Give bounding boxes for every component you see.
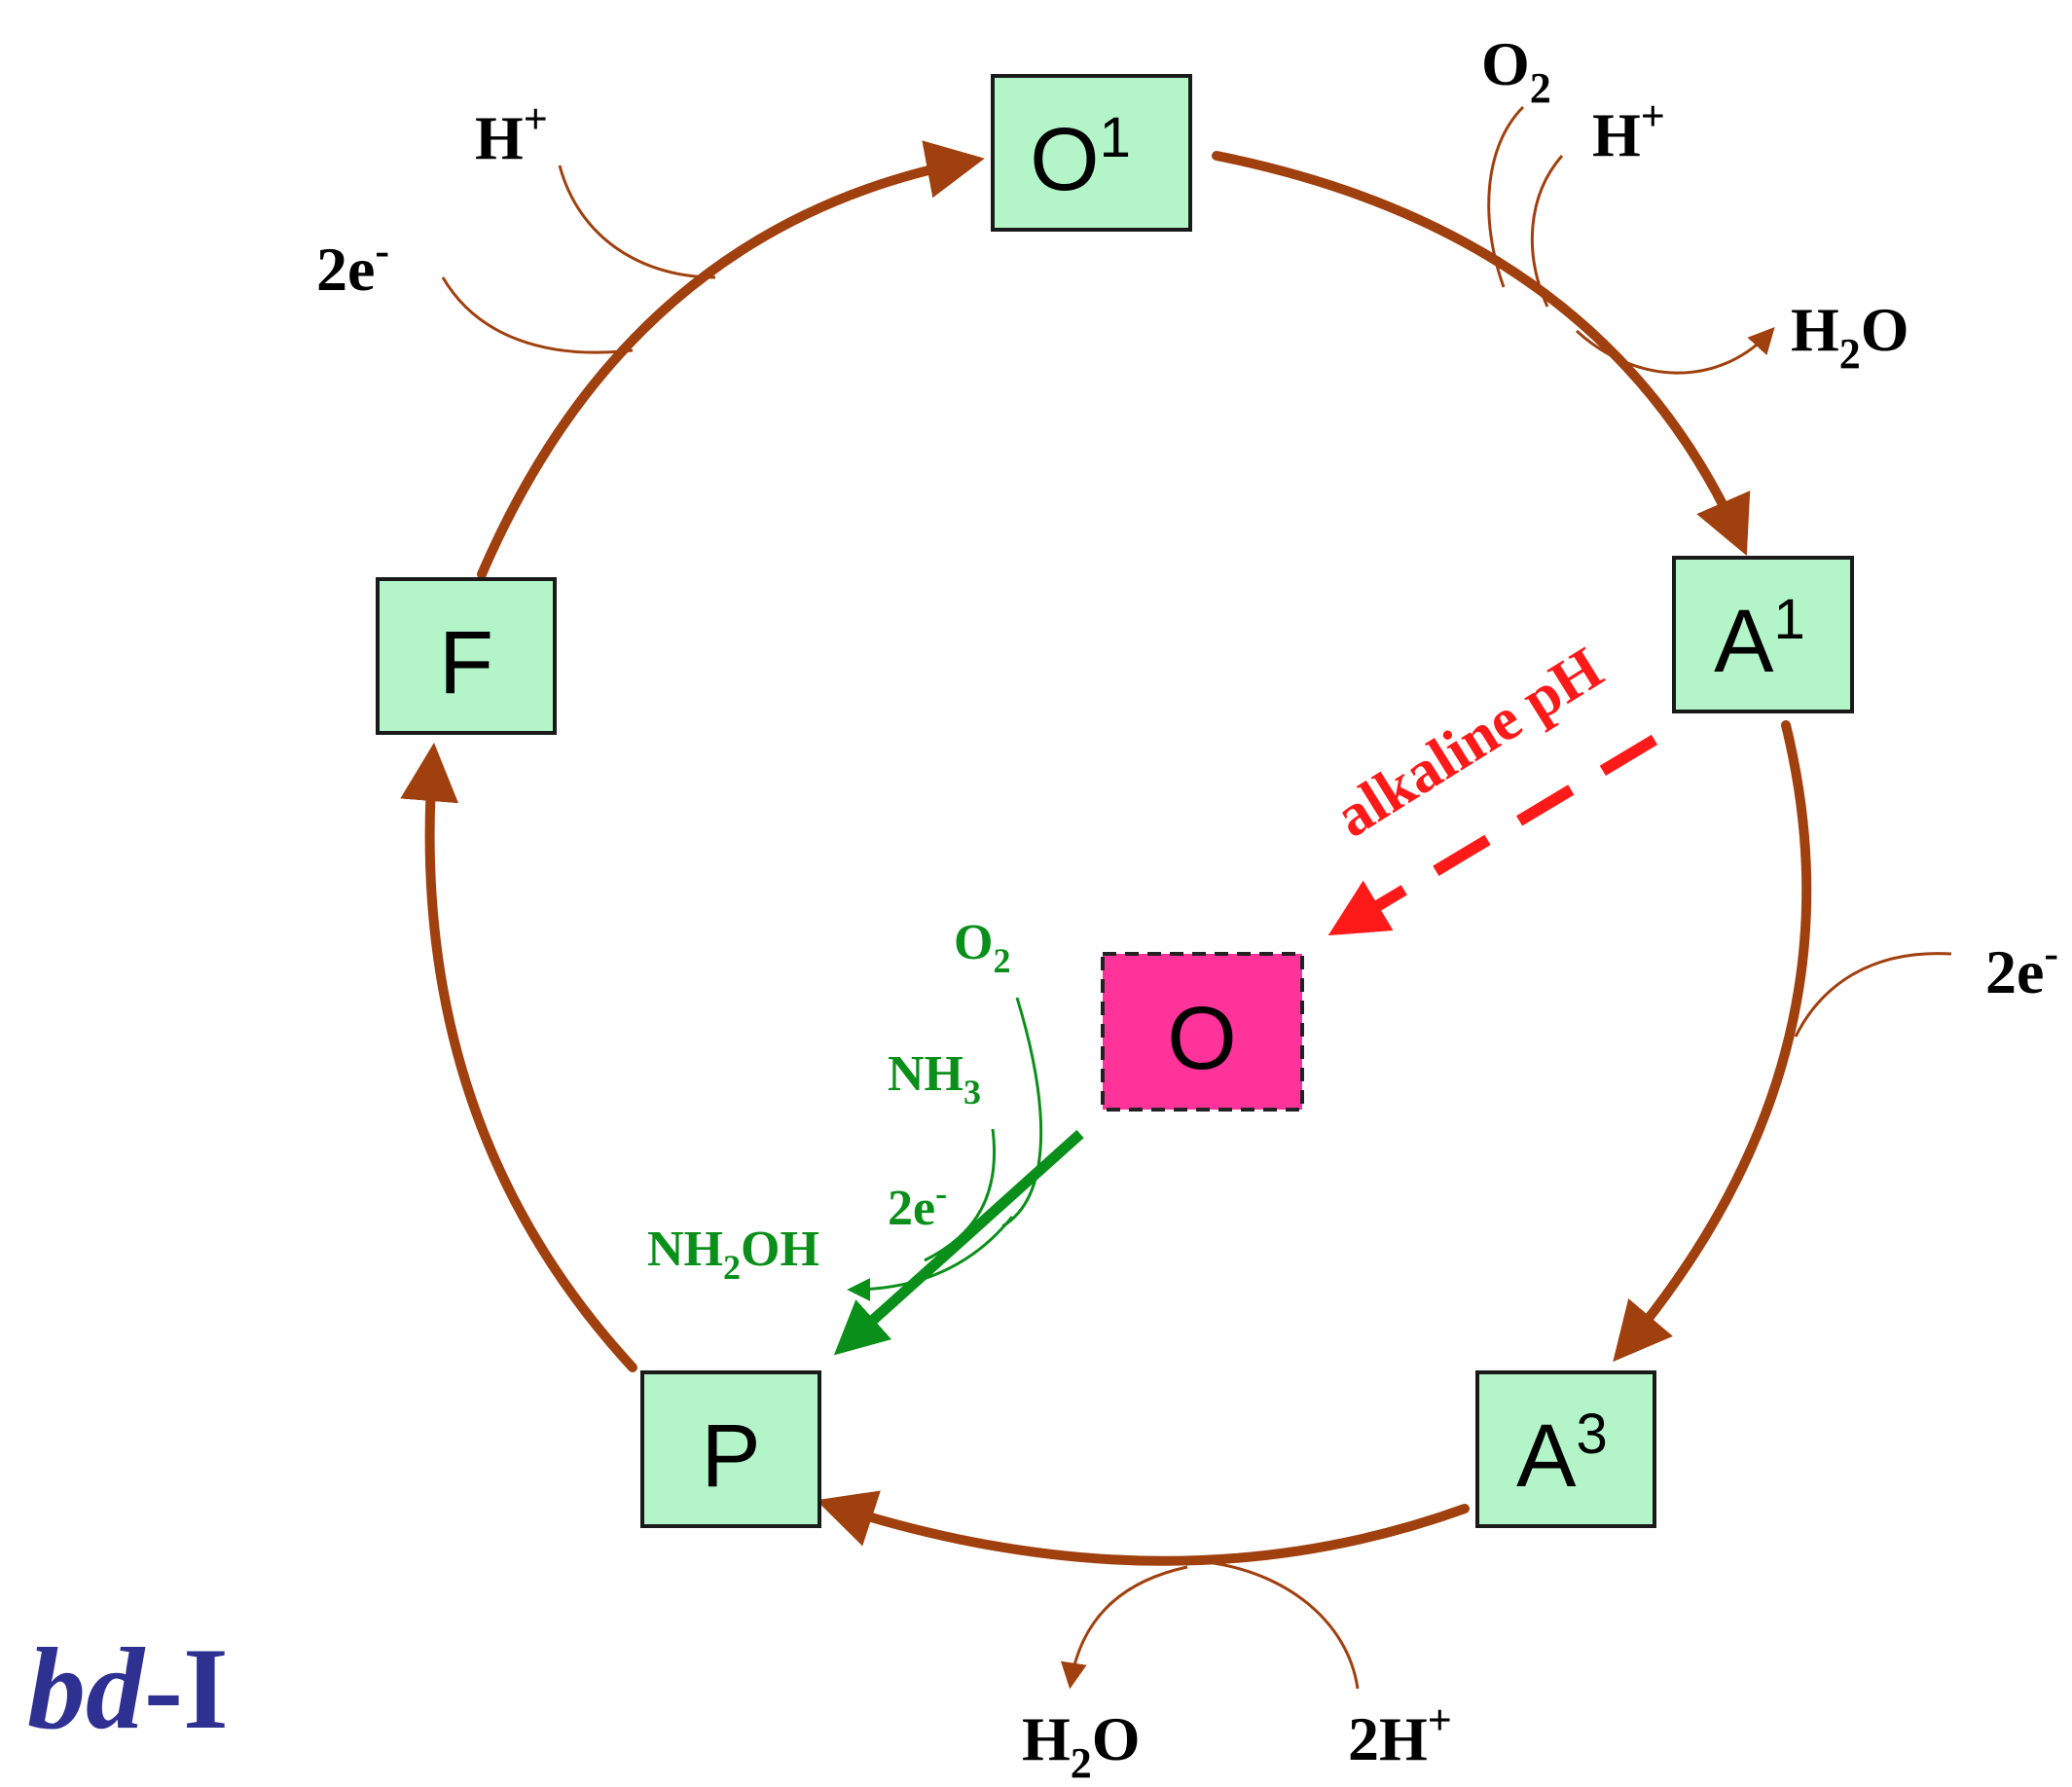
label-alkaline-ph: alkaline pH (1325, 635, 1615, 850)
green-o2-curve (1001, 997, 1043, 1228)
state-box-a1: A1 (1672, 556, 1854, 713)
state-o1-sup: 1 (1100, 106, 1131, 169)
label-bottom-2h: 2H+ (1348, 1696, 1452, 1773)
state-box-o-center: O (1101, 952, 1304, 1112)
state-a1-main: A (1714, 592, 1774, 691)
svg-text:A3: A3 (1516, 1403, 1608, 1506)
state-box-f: F (376, 577, 557, 735)
state-o1-main: O (1030, 110, 1100, 209)
svg-text:A1: A1 (1714, 588, 1805, 691)
label-top-left-h: H+ (475, 95, 548, 172)
state-o-center-main: O (1167, 989, 1237, 1088)
state-a3-main: A (1516, 1406, 1577, 1506)
state-a3-sup: 3 (1577, 1403, 1608, 1466)
arc-a3-to-p (816, 1490, 1470, 1566)
label-top-right-h: H+ (1592, 92, 1665, 169)
curve-right-2e (1794, 952, 1952, 1038)
curve-top-left-2e (441, 276, 634, 354)
label-top-left-2e: 2e- (316, 227, 389, 304)
diagram-title: bd-I (27, 1623, 229, 1753)
curve-bottom-2h (1206, 1560, 1360, 1690)
state-box-a3: A3 (1475, 1370, 1656, 1528)
label-green-2e: 2e- (888, 1174, 947, 1236)
state-p-main: P (701, 1406, 760, 1506)
alkaline-arrow (1327, 734, 1658, 936)
state-box-o1: O1 (991, 74, 1192, 232)
label-green-nh2oh: NH2OH (647, 1222, 819, 1287)
cycle-arcs (400, 140, 1812, 1566)
curve-top-right-h2o (1575, 327, 1775, 375)
curve-top-right-h (1530, 155, 1564, 308)
substrate-curves (441, 105, 1952, 1690)
label-top-right-o2: O2 (1481, 29, 1551, 112)
arc-o1-to-a1 (1212, 151, 1751, 556)
state-a1-sup: 1 (1774, 588, 1805, 651)
green-nh3-curve (924, 1128, 996, 1262)
curve-top-right-o2 (1487, 105, 1525, 288)
label-green-o2: O2 (954, 915, 1010, 980)
label-top-right-h2o: H2O (1791, 295, 1909, 378)
red-dashed-arrow (1327, 734, 1658, 936)
arc-a1-to-a3 (1613, 720, 1812, 1363)
green-pathway (833, 997, 1084, 1356)
green-main-arrow (833, 1129, 1084, 1356)
label-green-nh3: NH3 (888, 1046, 981, 1112)
state-f-main: F (439, 613, 493, 712)
arc-p-to-f (400, 743, 637, 1372)
green-nh2oh-curve (847, 1216, 1014, 1301)
label-right-2e: 2e- (1985, 930, 2058, 1006)
arc-f-to-o1 (477, 140, 985, 579)
state-box-p: P (640, 1370, 821, 1528)
curve-bottom-h2o (1060, 1565, 1188, 1690)
label-bottom-h2o: H2O (1022, 1704, 1141, 1787)
curve-top-left-h (558, 164, 716, 279)
svg-text:O1: O1 (1030, 106, 1131, 209)
